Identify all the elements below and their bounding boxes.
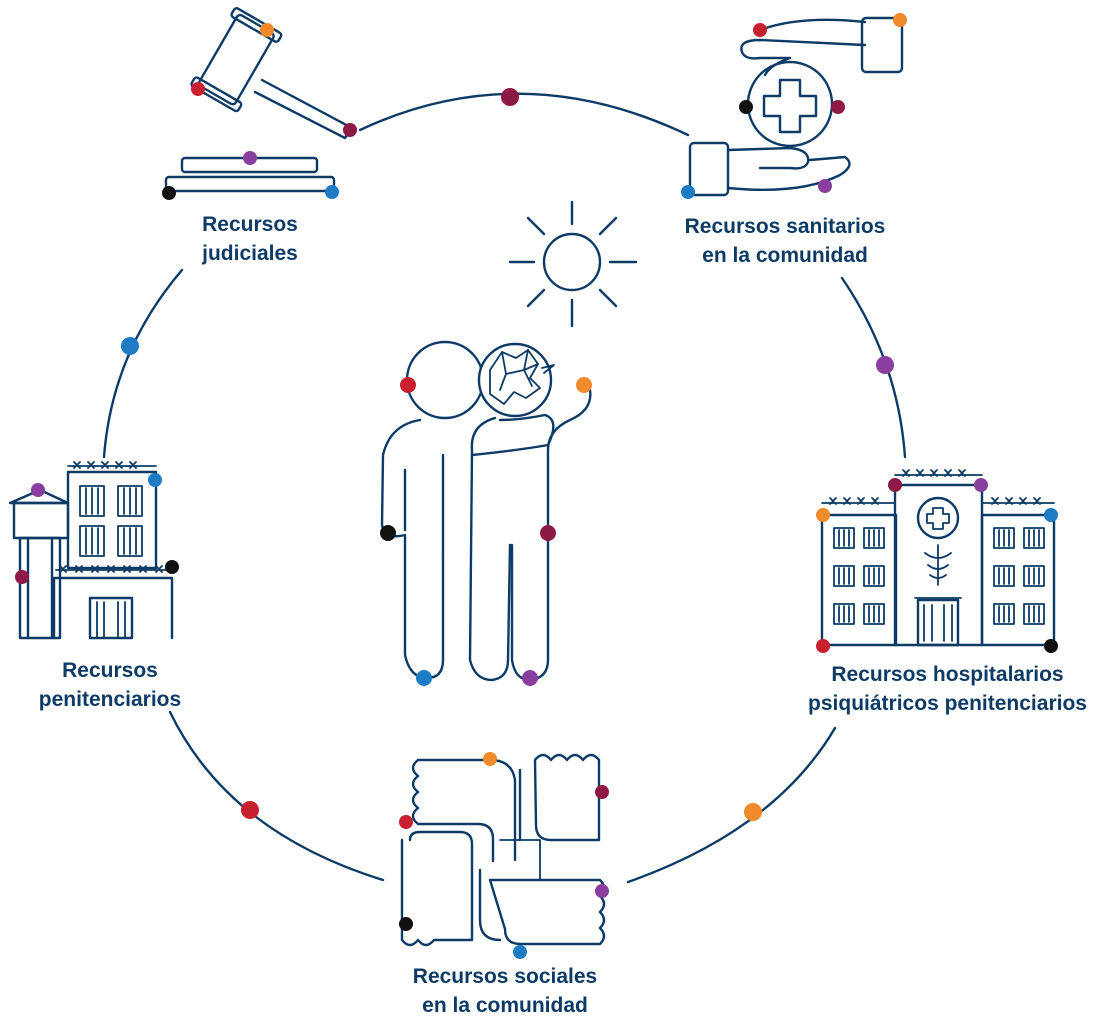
accent-dot bbox=[325, 185, 339, 199]
accent-dot bbox=[513, 945, 527, 959]
accent-dot bbox=[380, 525, 396, 541]
accent-dot bbox=[831, 100, 845, 114]
label-line-1: Recursos bbox=[202, 213, 298, 236]
label-line-2: judiciales bbox=[202, 242, 298, 265]
face-mesh bbox=[489, 349, 555, 405]
accent-dot bbox=[681, 185, 695, 199]
accent-dot bbox=[876, 356, 894, 374]
label-recursos-penitenciarios: Recursos penitenciarios bbox=[20, 656, 200, 714]
label-line-2: en la comunidad bbox=[422, 994, 588, 1017]
label-recursos-sociales: Recursos sociales en la comunidad bbox=[385, 962, 625, 1020]
accent-dot bbox=[162, 186, 176, 200]
accent-dot bbox=[399, 815, 413, 829]
label-line-1: Recursos sociales bbox=[412, 965, 598, 988]
accent-dot bbox=[121, 337, 139, 355]
accent-dot bbox=[148, 473, 162, 487]
barbed-wire-marks bbox=[829, 469, 1041, 505]
accent-dot bbox=[400, 377, 416, 393]
accent-dot bbox=[974, 478, 988, 492]
accent-dot bbox=[241, 801, 259, 819]
accent-dot bbox=[744, 803, 762, 821]
accent-dot bbox=[753, 23, 767, 37]
accent-dot bbox=[816, 639, 830, 653]
label-line-2: penitenciarios bbox=[38, 688, 182, 711]
accent-dot bbox=[818, 179, 832, 193]
accent-dot bbox=[522, 670, 538, 686]
accent-dot bbox=[501, 88, 519, 106]
gavel-icon bbox=[162, 7, 357, 200]
label-line-1: Recursos bbox=[62, 659, 158, 682]
accent-dot bbox=[1044, 639, 1058, 653]
accent-dot bbox=[893, 13, 907, 27]
two-people-icon bbox=[380, 340, 592, 686]
accent-dot bbox=[595, 884, 609, 898]
prison-windows bbox=[79, 485, 143, 557]
label-recursos-sanitarios: Recursos sanitarios en la comunidad bbox=[660, 212, 910, 270]
hands-health-icon bbox=[681, 13, 907, 199]
accent-dot bbox=[540, 525, 556, 541]
accent-dot bbox=[31, 483, 45, 497]
label-recursos-judiciales: Recursos judiciales bbox=[170, 210, 330, 268]
accent-dot bbox=[888, 478, 902, 492]
sun-icon bbox=[508, 200, 638, 328]
hospital-icon bbox=[816, 469, 1058, 653]
prison-icon bbox=[8, 461, 179, 640]
accent-dot bbox=[15, 570, 29, 584]
accent-dot bbox=[483, 752, 497, 766]
accent-dot bbox=[165, 560, 179, 574]
label-line-2: psiquiátricos penitenciarios bbox=[808, 692, 1087, 715]
label-line-1: Recursos sanitarios bbox=[684, 215, 886, 238]
accent-dot bbox=[595, 785, 609, 799]
accent-dot bbox=[260, 23, 274, 37]
label-recursos-hospitalarios: Recursos hospitalarios psiquiátricos pen… bbox=[805, 660, 1090, 718]
accent-dot bbox=[399, 917, 413, 931]
accent-dot bbox=[576, 377, 592, 393]
accent-dot bbox=[416, 670, 432, 686]
label-line-2: en la comunidad bbox=[702, 244, 868, 267]
accent-dot bbox=[816, 508, 830, 522]
arc-dots bbox=[121, 88, 894, 821]
accent-dot bbox=[343, 123, 357, 137]
accent-dot bbox=[739, 100, 753, 114]
hospital-windows bbox=[833, 527, 1045, 625]
joined-hands-icon bbox=[399, 752, 609, 959]
accent-dot bbox=[191, 82, 205, 96]
accent-dot bbox=[243, 151, 257, 165]
accent-dot bbox=[1044, 508, 1058, 522]
label-line-1: Recursos hospitalarios bbox=[831, 663, 1064, 686]
